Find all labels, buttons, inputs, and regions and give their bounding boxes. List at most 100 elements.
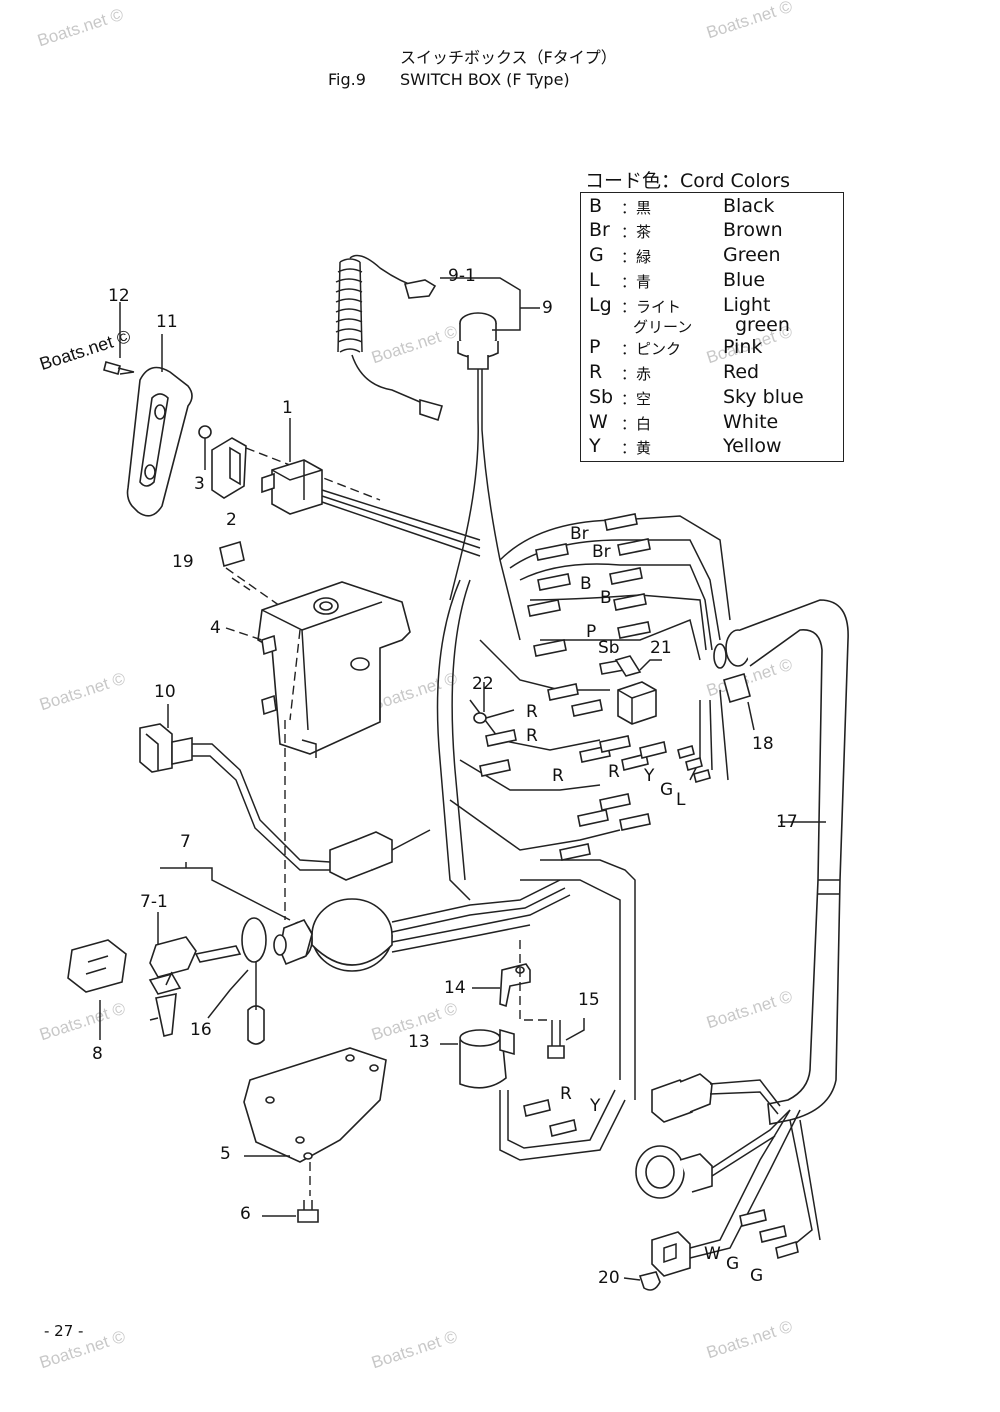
figure-number: Fig.9 [328, 70, 366, 89]
callout-2: 2 [226, 510, 237, 530]
legend-en: White [723, 411, 779, 433]
wire-label: Sb [598, 638, 620, 658]
legend-en: Yellow [723, 435, 782, 457]
callout-22: 22 [472, 674, 494, 694]
legend-code: W [589, 411, 608, 433]
cap-8 [67, 939, 127, 993]
legend-jp: ：空 [621, 390, 652, 408]
holder-13 [459, 1028, 515, 1089]
callout-19: 19 [172, 552, 194, 572]
wire-label: G [726, 1254, 740, 1274]
wire-label: R [608, 762, 620, 782]
wire-label: G [750, 1266, 764, 1286]
callout-12: 12 [108, 286, 130, 306]
wire-label: R [526, 726, 538, 746]
key-switch-7 [273, 879, 571, 972]
screw-6 [297, 1200, 319, 1223]
plate-11 [126, 366, 193, 517]
wire-label: W [704, 1244, 721, 1264]
wire-label: Y [644, 766, 655, 786]
callout-15: 15 [578, 990, 600, 1010]
legend-jp: ：ライト [621, 298, 682, 316]
callout-6: 6 [240, 1204, 251, 1224]
callout-7: 7 [180, 832, 191, 852]
legend-jp: ：黒 [621, 199, 652, 217]
legend-jp: ：緑 [621, 248, 652, 266]
callout-16: 16 [190, 1020, 212, 1040]
wire-label: Br [570, 524, 589, 544]
callout-9: 9 [542, 298, 553, 318]
legend-en: Black [723, 195, 775, 217]
wire-label: B [580, 574, 592, 594]
page-number: - 27 - [44, 1322, 84, 1340]
callout-10: 10 [154, 682, 176, 702]
callout-17: 17 [776, 812, 798, 832]
legend-jp: ：白 [621, 415, 652, 433]
legend-en: Pink [723, 336, 763, 358]
callout-7-1: 7-1 [140, 892, 168, 912]
callout-8: 8 [92, 1044, 103, 1064]
lower-connectors [635, 1073, 821, 1291]
legend-jp: ：黄 [621, 439, 652, 457]
legend-code: R [589, 361, 603, 383]
legend-code: Br [589, 219, 610, 241]
housing-4 [257, 581, 411, 758]
tube-17 [713, 599, 849, 1125]
wire-label: R [560, 1084, 572, 1104]
plate-5 [243, 1047, 387, 1163]
callout-20: 20 [598, 1268, 620, 1288]
bolt-15 [547, 1020, 565, 1059]
legend-jp: ：青 [621, 273, 652, 291]
callout-21: 21 [650, 638, 672, 658]
callout-3: 3 [194, 474, 205, 494]
legend-en: Red [723, 361, 760, 383]
legend-code: L [589, 269, 600, 291]
coupler-21 [614, 655, 657, 725]
wire-label: R [552, 766, 564, 786]
wire-label: L [676, 790, 686, 810]
legend-code: B [589, 195, 603, 217]
legend-code: Y [589, 435, 601, 457]
wire-label: B [600, 588, 612, 608]
callout-18: 18 [752, 734, 774, 754]
callout-11: 11 [156, 312, 178, 332]
legend-code: P [589, 336, 601, 358]
wire-label: R [526, 702, 538, 722]
legend-en: Sky blue [723, 386, 804, 408]
wire-label: Y [590, 1096, 601, 1116]
figure-title-jp: スイッチボックス（Fタイプ） [400, 48, 617, 67]
stop-switch-9 [449, 312, 521, 641]
wire-label: Br [592, 542, 611, 562]
legend-en: Light [723, 294, 771, 316]
figure-title: SWITCH BOX (F Type) [400, 70, 570, 89]
lanyard-coil [335, 254, 443, 422]
legend-code: Sb [589, 386, 614, 408]
wire-label: P [586, 622, 597, 642]
key-7-1 [148, 936, 242, 1037]
legend-code: Lg [589, 294, 612, 316]
bullet-connectors [479, 513, 711, 1137]
relay-1 [261, 459, 481, 557]
clamp-19 [219, 540, 245, 568]
screw-22 [473, 709, 515, 724]
bracket-14 [499, 963, 531, 1008]
seal-16 [241, 917, 267, 1045]
bracket-2 [211, 437, 247, 499]
screw-12 [103, 361, 135, 375]
connector-mid [329, 829, 431, 881]
legend-en: green [735, 314, 790, 336]
callout-9-1: 9-1 [448, 266, 476, 286]
legend-en: Blue [723, 269, 766, 291]
screw-3 [198, 425, 212, 470]
callout-5: 5 [220, 1144, 231, 1164]
callout-4: 4 [210, 618, 221, 638]
clamp-18 [723, 672, 751, 704]
legend-jp: グリーン [633, 318, 693, 336]
callout-1: 1 [282, 398, 293, 418]
legend-jp: ：赤 [621, 365, 652, 383]
wire-label: G [660, 780, 674, 800]
cord-color-legend: B ：黒 Black Br ：茶 Brown G ：緑 Green L ：青 B… [580, 192, 844, 462]
legend-en: Brown [723, 219, 783, 241]
